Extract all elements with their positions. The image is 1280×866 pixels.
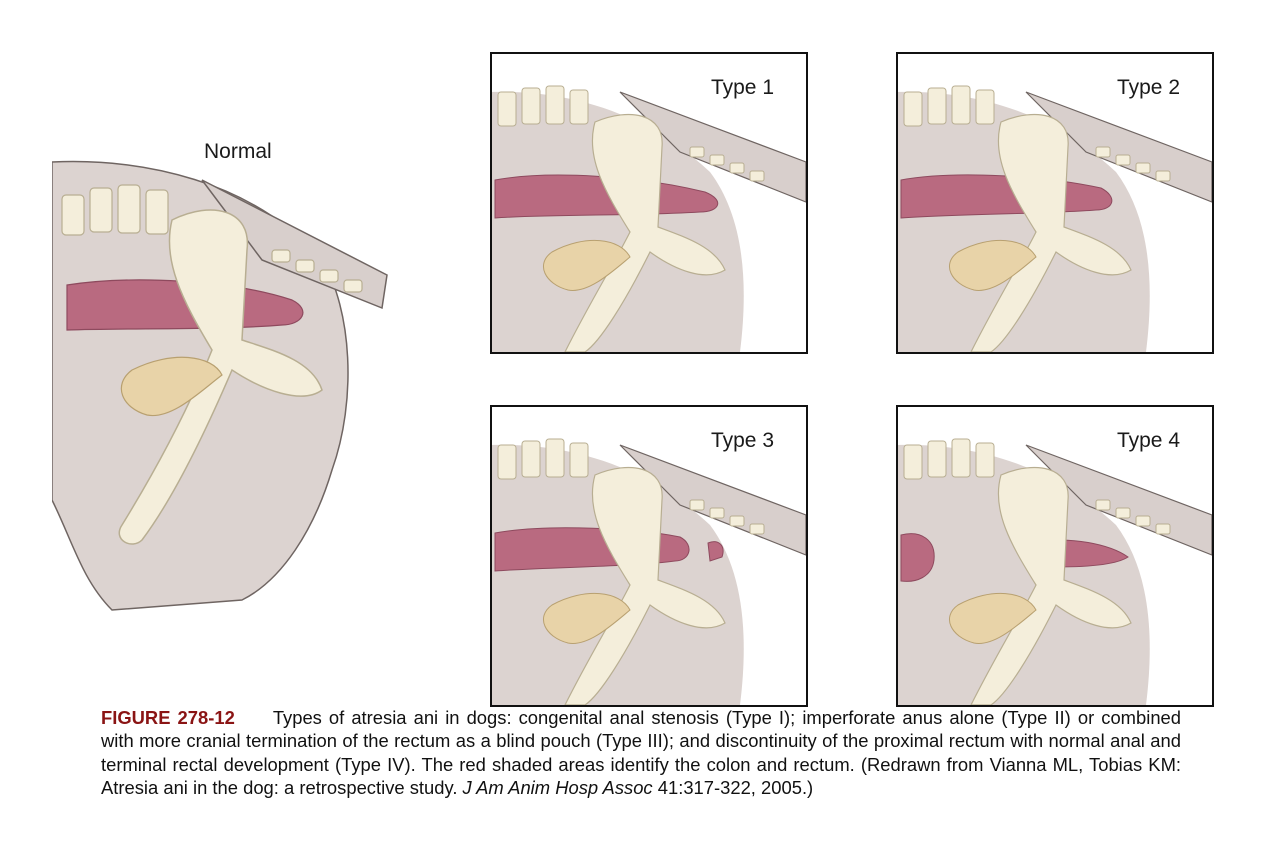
caption-text: Types of atresia ani in dogs: congenital… <box>101 707 1182 799</box>
normal-anatomy-illustration <box>52 160 388 611</box>
normal-panel: Normal <box>52 140 397 620</box>
type2-anatomy-illustration <box>896 85 1213 353</box>
figure-number: FIGURE 278-12 <box>101 707 235 728</box>
type3-anatomy-illustration <box>490 438 807 706</box>
type2-frame <box>896 52 1214 354</box>
type3-frame <box>490 405 808 707</box>
type3-panel: Type 3 <box>490 405 808 707</box>
panel-label-normal: Normal <box>204 140 272 163</box>
type4-panel: Type 4 <box>896 405 1214 707</box>
panel-label-type2: Type 2 <box>1116 76 1180 99</box>
type1-anatomy-illustration <box>490 85 807 353</box>
type4-frame <box>896 405 1214 707</box>
type1-frame <box>490 52 808 354</box>
panel-label-type3: Type 3 <box>710 429 774 452</box>
caption-text-end: 41:317-322, 2005.) <box>652 777 814 799</box>
panel-label-type1: Type 1 <box>710 76 774 99</box>
type4-anatomy-illustration <box>896 438 1213 706</box>
type1-panel: Type 1 <box>490 52 808 354</box>
caption-journal: J Am Anim Hosp Assoc <box>462 777 653 799</box>
panel-label-type4: Type 4 <box>1116 429 1180 452</box>
type2-panel: Type 2 <box>896 52 1214 354</box>
